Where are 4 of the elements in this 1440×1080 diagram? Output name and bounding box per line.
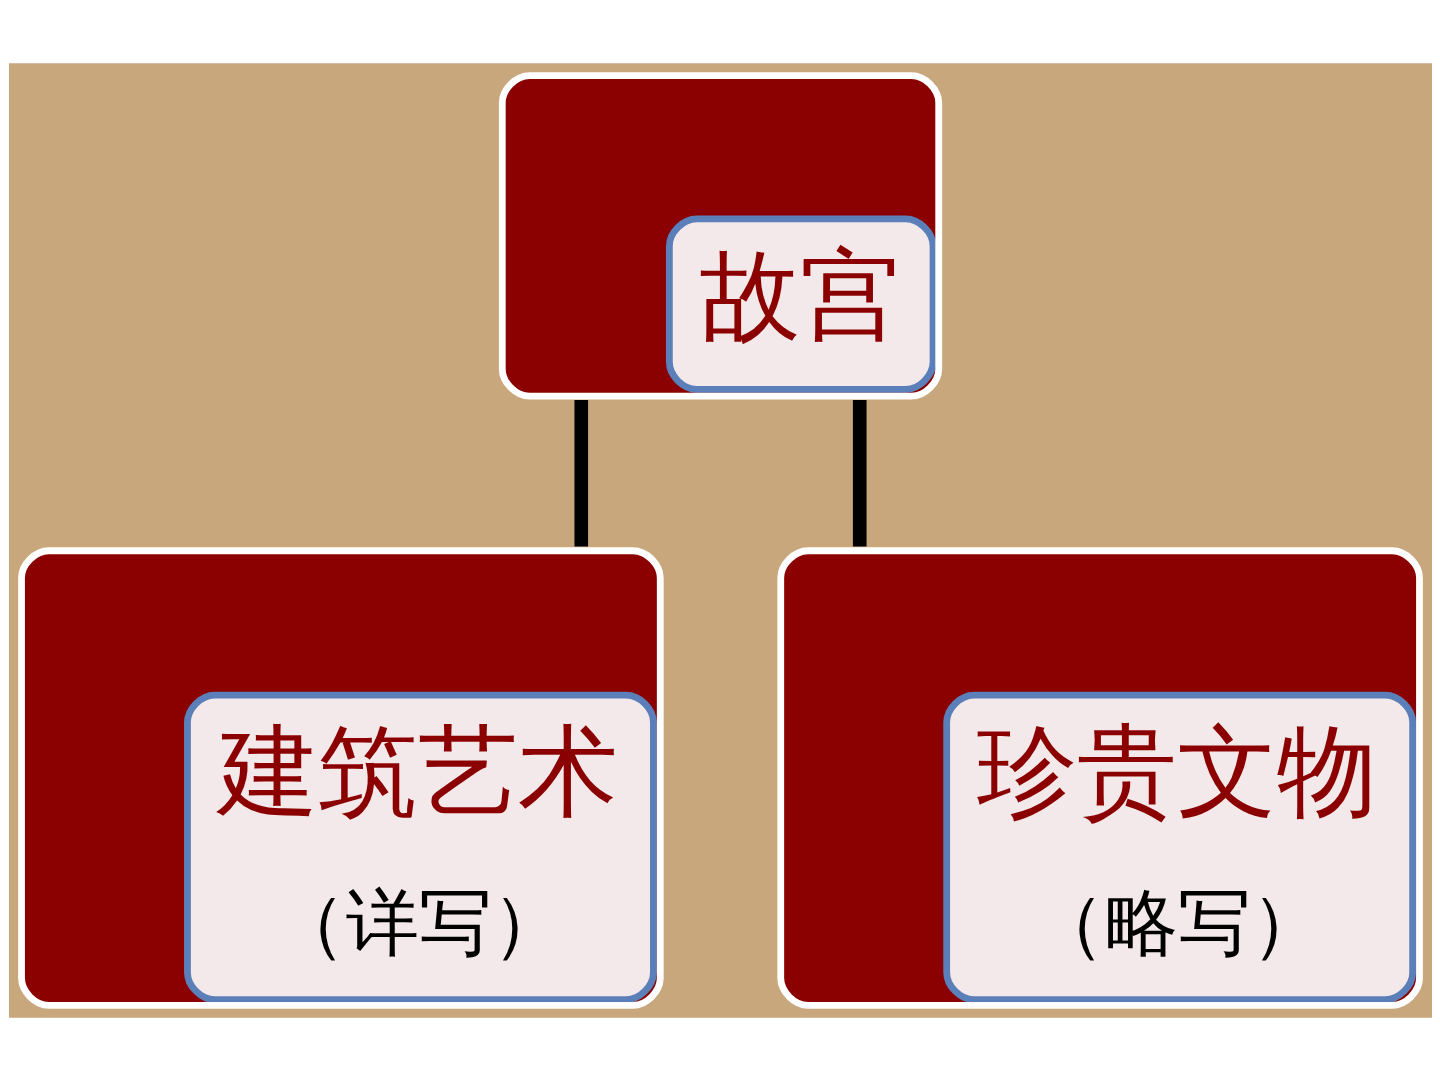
node-box: 珍贵文物 （略写） — [776, 546, 1423, 1009]
node-box: 建筑艺术 （详写） — [17, 546, 664, 1009]
connector — [852, 399, 867, 546]
connector — [573, 399, 588, 546]
